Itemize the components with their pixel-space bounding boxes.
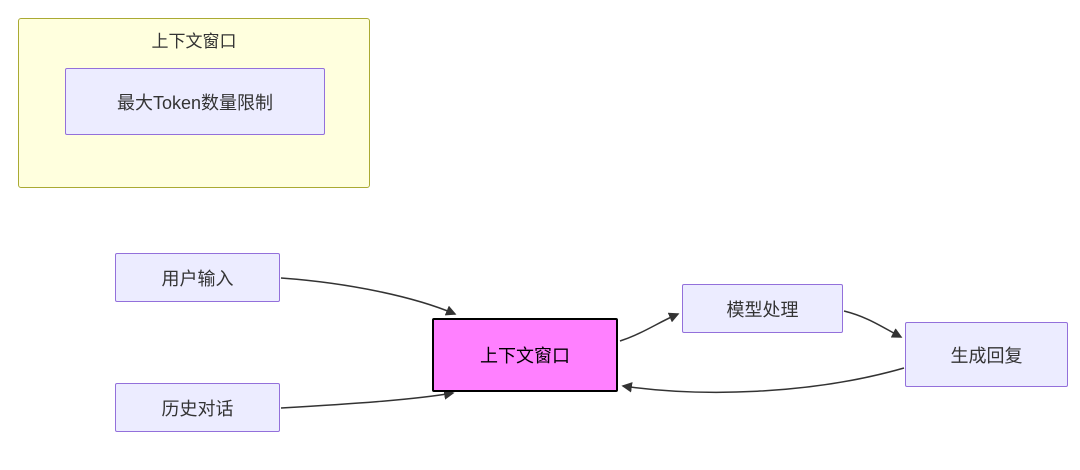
node-max-token-limit: 最大Token数量限制 — [65, 68, 325, 135]
edge-context-to-model — [619, 312, 680, 342]
node-generate-reply-label: 生成回复 — [950, 345, 1023, 366]
node-user-input: 用户输入 — [115, 253, 280, 302]
edge-reply-to-context — [621, 367, 905, 394]
node-generate-reply: 生成回复 — [905, 322, 1068, 387]
edge-user-input-to-context — [280, 277, 457, 316]
node-model-process: 模型处理 — [682, 284, 843, 333]
node-history-dialog: 历史对话 — [115, 383, 280, 432]
node-history-dialog-label: 历史对话 — [161, 398, 234, 419]
node-user-input-label: 用户输入 — [161, 268, 234, 289]
node-model-process-label: 模型处理 — [726, 299, 799, 320]
node-context-window-label: 上下文窗口 — [480, 346, 570, 366]
edge-history-to-context — [280, 389, 455, 409]
node-max-token-limit-label: 最大Token数量限制 — [116, 92, 274, 113]
cluster-title: 上下文窗口 — [151, 32, 237, 51]
node-context-window: 上下文窗口 — [432, 318, 618, 392]
edge-model-to-reply — [843, 310, 903, 338]
